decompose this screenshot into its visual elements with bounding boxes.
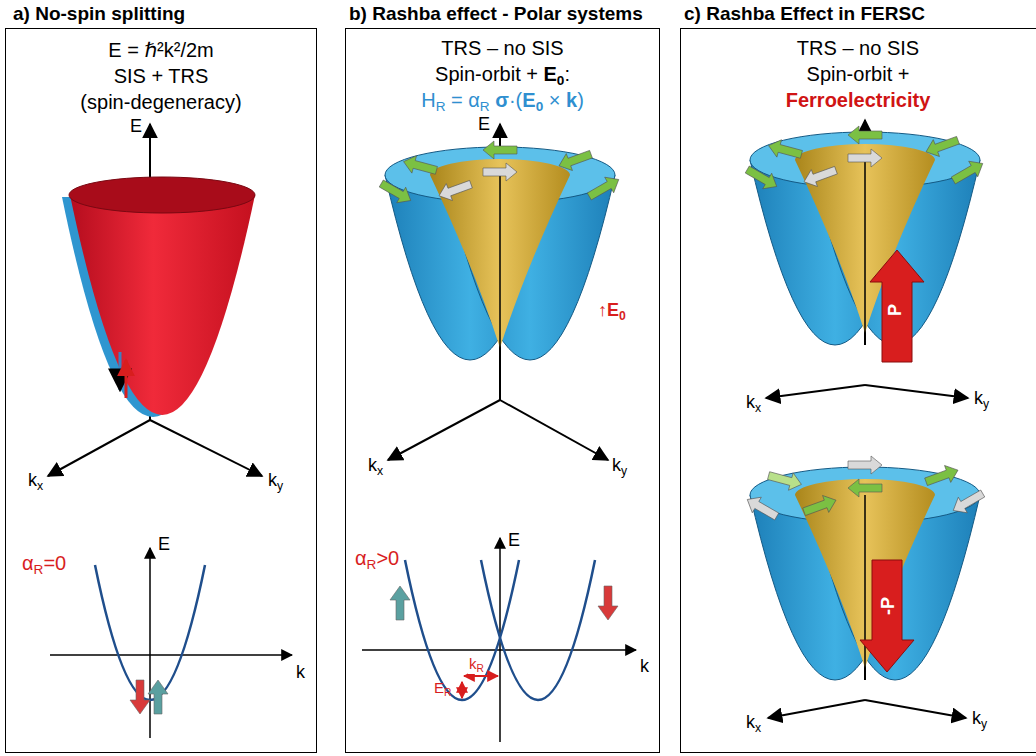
panel-text: Ferroelectricity xyxy=(786,88,931,112)
axis-label: k xyxy=(296,662,305,682)
panel-heading: c) Rashba Effect in FERSC xyxy=(684,2,925,25)
axis-label: kR xyxy=(468,654,485,674)
axis-label: ky xyxy=(612,455,627,475)
panel-heading: b) Rashba effect - Polar systems xyxy=(349,2,643,25)
panel-text: Spin-orbit + E0: xyxy=(435,62,570,86)
axis-label: E xyxy=(478,114,490,134)
panel-text: Spin-orbit + xyxy=(807,62,910,86)
panel-border xyxy=(345,28,660,753)
axis-label: E xyxy=(508,530,520,550)
axis-label: ↑E0 xyxy=(598,300,626,320)
panel: b) Rashba effect - Polar systemsTRS – no… xyxy=(345,0,660,753)
axis-label: kx xyxy=(746,392,761,412)
panel-text: (spin-degeneracy) xyxy=(80,90,241,114)
axis-label: E xyxy=(158,534,170,554)
axis-label: ky xyxy=(972,708,987,728)
axis-label: kx xyxy=(368,455,383,475)
axis-label: ky xyxy=(974,388,989,408)
panel: c) Rashba Effect in FERSC TRS – no SISSpi… xyxy=(680,0,1036,753)
panel-text: E = ℏ²k²/2m xyxy=(108,38,214,62)
axis-label: ky xyxy=(268,470,283,490)
panel-text: TRS – no SIS xyxy=(797,36,919,60)
axis-label: αR=0 xyxy=(22,553,66,573)
axis-label: kx xyxy=(746,712,761,732)
axis-label: ER xyxy=(434,678,451,698)
polarization-label: -P xyxy=(878,597,898,615)
axis-label: k xyxy=(640,656,649,676)
axis-label: kx xyxy=(28,470,43,490)
panel-border xyxy=(5,28,317,753)
panel-text: HR = αR σ·(E0 × k) xyxy=(421,88,584,112)
panel-heading: a) No-spin splitting xyxy=(13,2,185,25)
polarization-label: P xyxy=(885,304,905,316)
panel-text: TRS – no SIS xyxy=(441,36,563,60)
axis-label: E xyxy=(130,116,142,136)
axis-label: αR>0 xyxy=(355,548,399,568)
panel: a) No-spin splitting E = ℏ²k²/2mSIS + TRS… xyxy=(5,0,317,753)
panel-text: SIS + TRS xyxy=(114,64,209,88)
